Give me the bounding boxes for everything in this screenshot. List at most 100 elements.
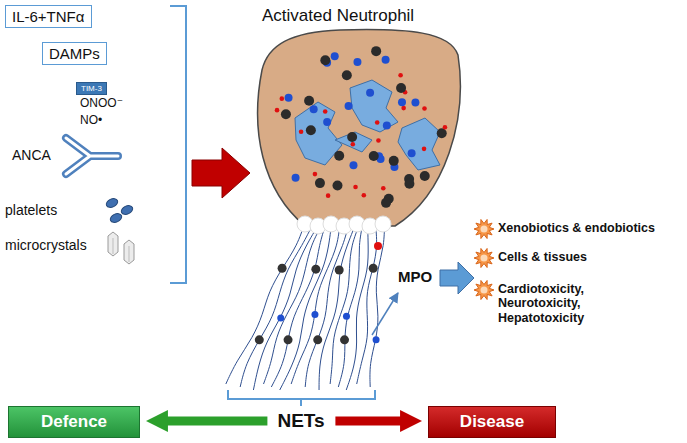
granule (299, 129, 304, 134)
granule (408, 149, 416, 157)
granule (304, 96, 314, 106)
granule (398, 73, 403, 78)
granule (345, 102, 353, 110)
molecule-label: NO• (80, 114, 102, 128)
net-strand (264, 222, 324, 384)
nucleus-lobe (398, 118, 440, 170)
granule (306, 125, 316, 135)
granule (411, 99, 419, 107)
net-strand (370, 222, 385, 387)
starburst-icon (474, 280, 494, 299)
granule (351, 142, 356, 147)
net-granule (277, 315, 284, 322)
granule (315, 178, 325, 188)
granule (320, 55, 330, 65)
granule (376, 138, 381, 143)
granule (420, 171, 430, 181)
net-granule (369, 264, 378, 273)
net-strand (338, 222, 363, 387)
granule (437, 128, 447, 138)
net-granule (335, 266, 344, 275)
granule (326, 193, 331, 198)
receptor-box: TIM-3 (76, 82, 107, 95)
nucleus-lobe (335, 132, 372, 152)
granule (398, 98, 406, 106)
net-strand (330, 222, 360, 384)
net-granule (343, 313, 350, 320)
granule (292, 174, 300, 182)
granule (310, 105, 318, 113)
net-granule (311, 311, 318, 318)
granule (332, 180, 342, 190)
node-text: Disease (441, 412, 543, 432)
stimulus-label: platelets (5, 202, 57, 218)
platelet-icon (105, 197, 119, 209)
node-text: Defence (21, 412, 127, 432)
net-granule (340, 335, 349, 344)
granule (381, 186, 386, 191)
enzyme-label: MPO (398, 268, 432, 285)
nets-label-node: NETs (273, 408, 329, 434)
stimulus-arrow (192, 148, 250, 198)
stimulus-label: ANCA (12, 147, 51, 163)
granule (389, 156, 399, 166)
outcome-arrow (162, 417, 267, 426)
granule (369, 151, 379, 161)
outcome-box: Disease (428, 406, 556, 438)
granule (331, 52, 339, 60)
node-text: NETs (277, 410, 325, 432)
granule (353, 58, 361, 66)
stimulus-box: DAMPs (42, 42, 107, 65)
crystal-icon (124, 240, 134, 264)
granule (334, 151, 344, 161)
granule (347, 132, 357, 142)
outcome-box: Defence (8, 406, 140, 438)
granule (396, 83, 406, 93)
starburst-icon (474, 219, 494, 238)
granule (401, 106, 406, 111)
net-granule (373, 336, 380, 343)
granule (422, 147, 427, 152)
granule (375, 120, 380, 125)
net-strand (253, 222, 320, 390)
platelet-icon (120, 204, 134, 216)
net-strand (305, 222, 349, 387)
net-granule (278, 264, 287, 273)
mpo-arrow (440, 262, 474, 294)
granule (285, 94, 293, 102)
net-granule (311, 265, 320, 274)
granule (362, 193, 367, 198)
granule (443, 125, 448, 130)
granule (323, 118, 331, 126)
granule (404, 179, 414, 189)
net-granule (313, 335, 322, 344)
target-label: Xenobiotics & endobiotics (498, 221, 655, 235)
granule (349, 161, 357, 169)
granule (281, 109, 291, 119)
granule (371, 46, 381, 56)
node-text: DAMPs (49, 45, 100, 62)
granule (280, 96, 285, 101)
net-strand (346, 222, 368, 390)
stimulus-label: microcrystals (5, 237, 87, 253)
granule (366, 89, 374, 97)
node-text: IL-6+TNFα (12, 8, 85, 25)
antibody-icon-inner (66, 138, 118, 174)
granule (422, 106, 427, 111)
outcome-arrow (335, 417, 406, 426)
node-text: TIM-3 (81, 84, 102, 93)
net-strand (280, 222, 332, 390)
net-granule (255, 335, 264, 344)
granule (342, 70, 352, 80)
net-granule (374, 242, 382, 250)
bracket (228, 390, 375, 406)
granule (381, 198, 391, 208)
target-label: Cardiotoxicity, Neurotoxicity, Hepatotox… (498, 282, 648, 325)
target-label: Cells & tissues (498, 250, 587, 264)
granule (382, 56, 390, 64)
stimulus-box: IL-6+TNFα (5, 5, 92, 28)
diagram-title: Activated Neutrophil (262, 6, 414, 26)
starburst-core (481, 287, 488, 294)
